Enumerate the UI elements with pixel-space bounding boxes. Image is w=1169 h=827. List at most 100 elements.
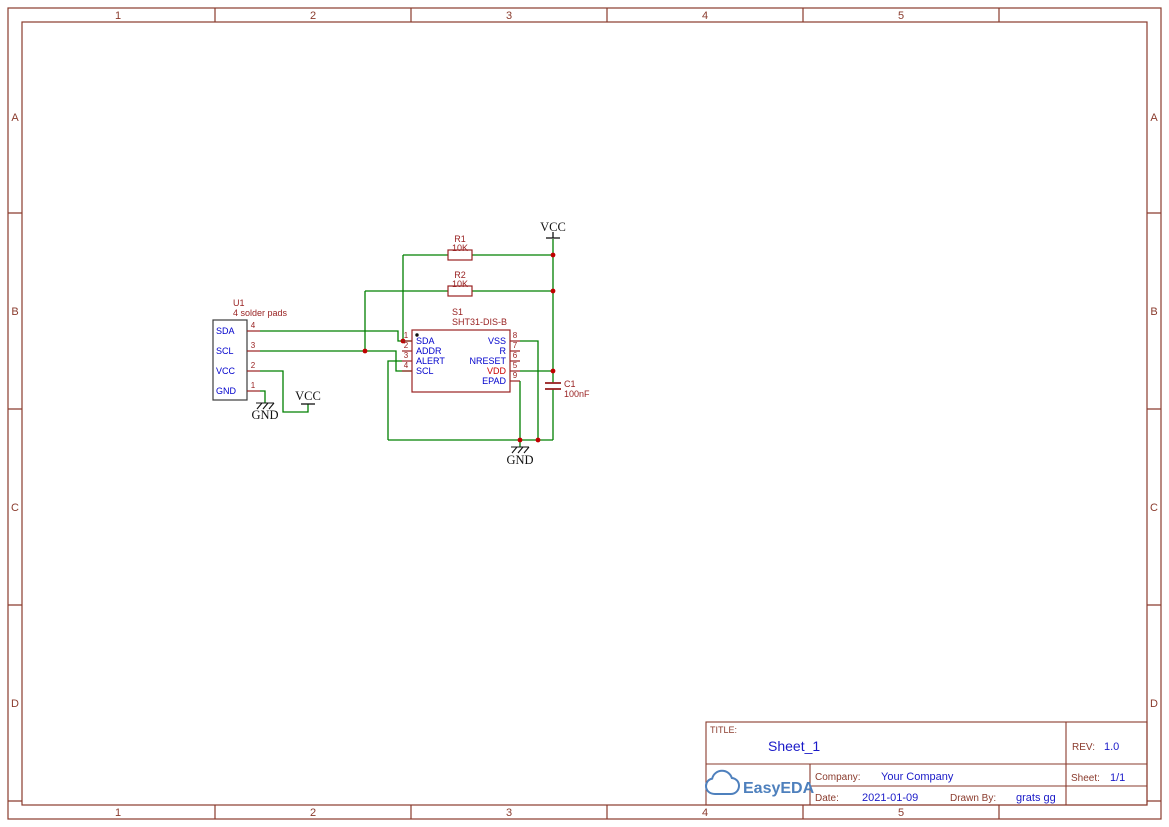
u1-pin-name: GND: [216, 386, 237, 396]
frame-row-label: B: [11, 306, 18, 318]
junction-dot: [517, 437, 523, 443]
r2-ref-label: R2: [454, 270, 466, 280]
u1-pin-name: SCL: [216, 346, 234, 356]
c1-ref-label: C1: [564, 379, 576, 389]
component-u1[interactable]: U1 4 solder pads 4 3 2 1 SDA SCL VCC GND: [212, 298, 288, 401]
u1-pins: [247, 330, 260, 392]
s1-pin-name: VSS: [488, 336, 506, 346]
s1-left-pin-names: SDA ADDR ALERT SCL: [416, 336, 445, 376]
u1-pin-number: 2: [251, 361, 256, 370]
gnd-net-label: GND: [251, 408, 278, 422]
frame-col-label: 5: [898, 807, 904, 819]
c1-value-label: 100nF: [564, 389, 590, 399]
s1-right-pin-names: VSS R NRESET VDD EPAD: [469, 336, 506, 386]
u1-value-label: 4 solder pads: [233, 308, 288, 318]
title-block: TITLE: Sheet_1 REV: 1.0 Company: Your Co…: [704, 721, 1148, 806]
frame-ticks-left: [8, 212, 22, 802]
frame-row-label: A: [1150, 112, 1158, 124]
rev-label: REV:: [1072, 742, 1095, 753]
frame-col-label: 4: [702, 807, 708, 819]
frame-ticks-bottom: [214, 805, 1000, 819]
company-label: Company:: [815, 772, 861, 783]
component-s1[interactable]: S1 SHT31-DIS-B 1 2 3 4 8 7 6 5 9 SDA ADD…: [402, 307, 520, 393]
component-r2[interactable]: R2 10K: [447, 270, 473, 297]
gnd-symbol: [256, 402, 275, 410]
r1-body: [447, 249, 473, 261]
s1-pin-number: 1: [404, 331, 409, 340]
junction-dot: [550, 288, 556, 294]
wire-vss-gnd[interactable]: [520, 340, 539, 440]
netflag-vcc-u1[interactable]: VCC: [295, 389, 321, 405]
wire-sda[interactable]: [260, 330, 412, 342]
u1-pin-number: 3: [251, 341, 256, 350]
u1-pin-name: VCC: [216, 366, 236, 376]
wire-u1-gnd[interactable]: [260, 390, 266, 403]
date-label: Date:: [815, 793, 839, 804]
cloud-icon: [704, 769, 741, 795]
s1-pin-name: SCL: [416, 366, 434, 376]
frame-inner-border: [21, 21, 1148, 806]
r2-value-label: 10K: [452, 279, 468, 289]
logo-text: EasyEDA: [743, 780, 815, 797]
s1-pin-numbers: 1 2 3 4 8 7 6 5 9: [404, 331, 518, 380]
wire-u1-vcc[interactable]: [260, 370, 309, 413]
date-value[interactable]: 2021-01-09: [862, 792, 918, 804]
r1-value-label: 10K: [452, 243, 468, 253]
s1-ref-label: S1: [452, 307, 463, 317]
r1-ref-label: R1: [454, 234, 466, 244]
sheet-label: Sheet:: [1071, 773, 1100, 784]
sheet-title[interactable]: Sheet_1: [768, 738, 820, 754]
frame-ticks-top: [214, 8, 1000, 22]
title-block-lines: [705, 721, 1148, 806]
s1-pin-number: 4: [404, 361, 409, 370]
s1-body: [411, 329, 511, 393]
u1-pin-number: 1: [251, 381, 256, 390]
s1-pin-name: NRESET: [469, 356, 506, 366]
drawn-by-label: Drawn By:: [950, 793, 996, 804]
netflag-vcc-top[interactable]: VCC: [540, 220, 566, 239]
drawn-by-value[interactable]: grats gg: [1016, 792, 1056, 804]
c1-plates: [545, 382, 561, 390]
component-c1[interactable]: C1 100nF: [545, 379, 590, 399]
s1-value-label: SHT31-DIS-B: [452, 317, 507, 327]
vcc-net-label: VCC: [540, 220, 566, 234]
rev-value[interactable]: 1.0: [1104, 741, 1119, 753]
frame-row-label: D: [11, 698, 19, 710]
sheet-value[interactable]: 1/1: [1110, 772, 1125, 784]
frame-col-label: 1: [115, 807, 121, 819]
frame-col-label: 5: [898, 10, 904, 22]
frame-ticks-right: [1147, 212, 1161, 802]
s1-pin-name: SDA: [416, 336, 435, 346]
frame-row-label: B: [1150, 306, 1157, 318]
s1-pin-name: ADDR: [416, 346, 442, 356]
frame-col-label: 3: [506, 807, 512, 819]
vcc-net-label: VCC: [295, 389, 321, 403]
component-r1[interactable]: R1 10K: [447, 234, 473, 261]
company-value[interactable]: Your Company: [881, 771, 954, 783]
junction-dot: [535, 437, 541, 443]
s1-pin-number: 8: [513, 331, 518, 340]
frame-col-label: 2: [310, 807, 316, 819]
s1-pin-number: 7: [513, 341, 518, 350]
frame-outer-border: [7, 7, 1162, 820]
s1-pin1-marker: [415, 333, 419, 337]
junction-dot: [550, 368, 556, 374]
s1-pin-name: EPAD: [482, 376, 506, 386]
u1-pin-numbers: 4 3 2 1: [251, 321, 256, 390]
s1-pin-number: 3: [404, 351, 409, 360]
r2-body: [447, 285, 473, 297]
frame-row-label: C: [11, 502, 19, 514]
s1-pin-name: ALERT: [416, 356, 445, 366]
frame-col-label: 1: [115, 10, 121, 22]
netflag-gnd-u1[interactable]: GND: [251, 402, 279, 422]
s1-pin-number: 2: [404, 341, 409, 350]
wire-alert-gnd[interactable]: [387, 360, 402, 440]
frame-col-label: 2: [310, 10, 316, 22]
gnd-net-label: GND: [506, 453, 533, 467]
netflag-gnd-s1[interactable]: GND: [506, 446, 534, 467]
s1-pin-number: 6: [513, 351, 518, 360]
title-label: TITLE:: [710, 725, 737, 735]
gnd-symbol: [511, 446, 530, 454]
